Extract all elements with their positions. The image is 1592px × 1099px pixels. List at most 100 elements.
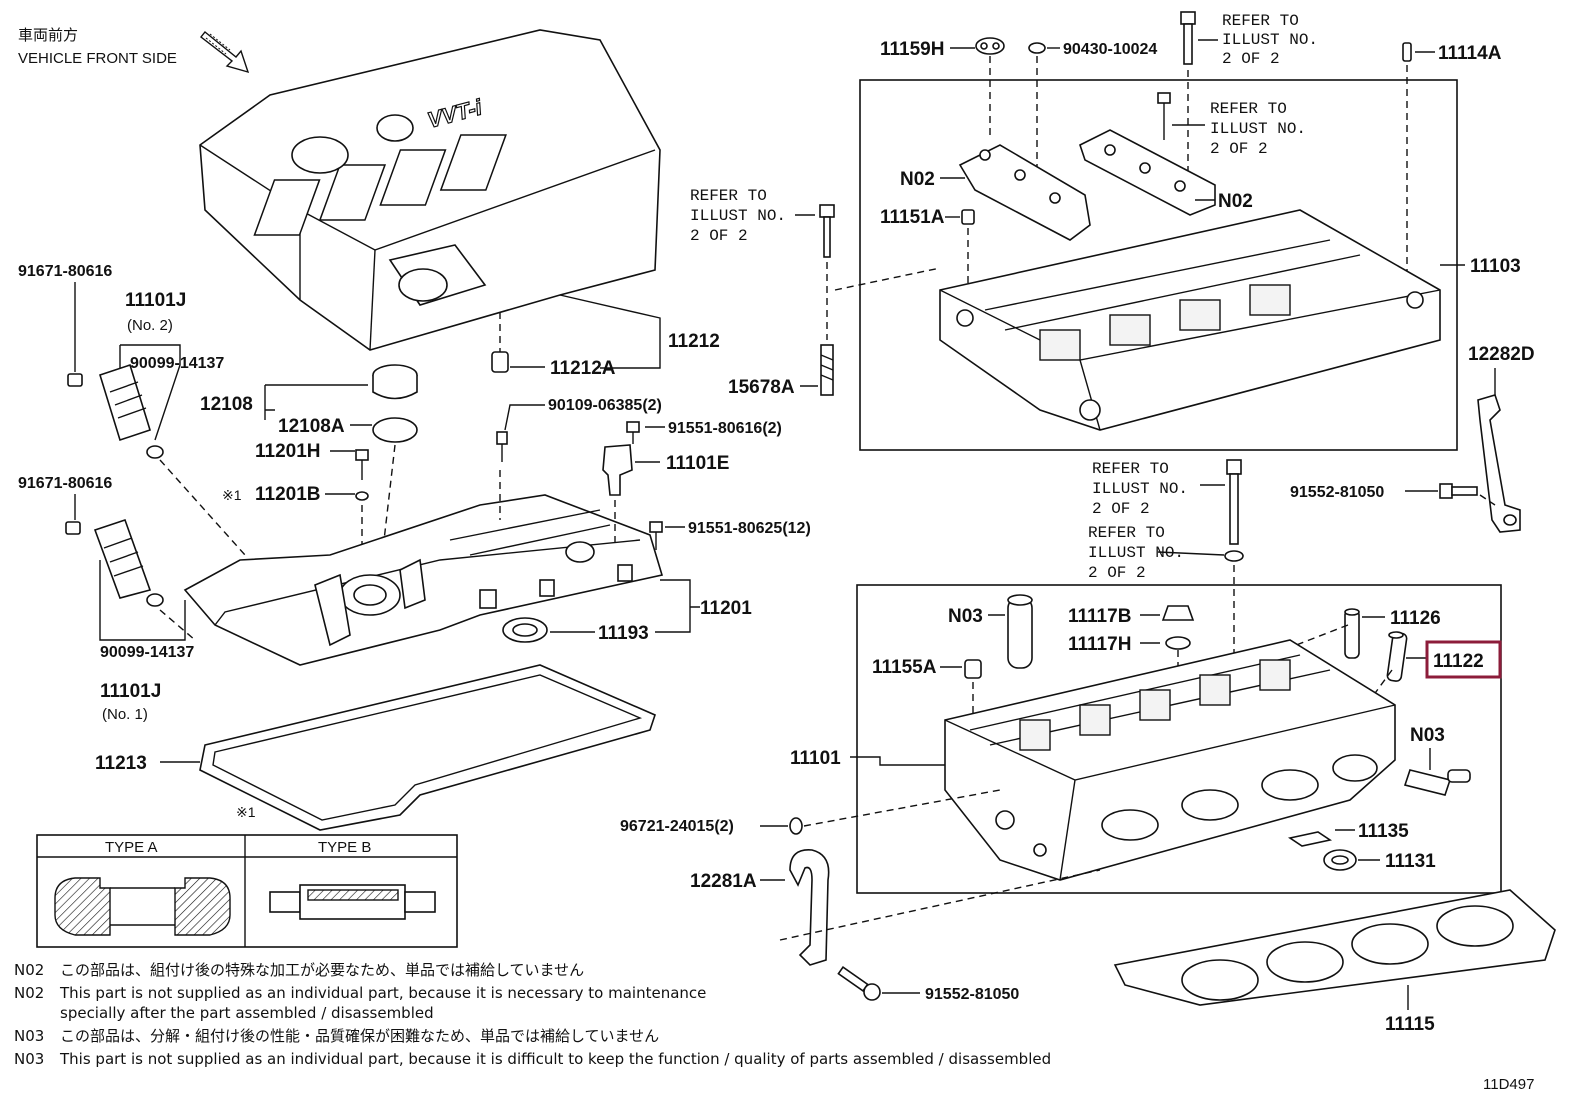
label-n03-b[interactable]: N03 (1410, 725, 1445, 746)
engine-hanger-12281a-part[interactable] (789, 849, 830, 966)
label-11101e[interactable]: 11101E (666, 453, 729, 474)
bearing-cap-n02-a-part[interactable] (958, 144, 1091, 241)
bolt-91552-a-part[interactable] (1439, 483, 1478, 499)
spark-plug-seal-11193-part[interactable] (502, 617, 548, 643)
label-11101j-no2[interactable]: 11101J (125, 290, 186, 311)
label-11201b[interactable]: 11201B (255, 484, 321, 505)
label-11126[interactable]: 11126 (1390, 608, 1441, 629)
stud-bolt-90109-part[interactable] (496, 431, 508, 462)
label-12108a[interactable]: 12108A (278, 416, 345, 437)
cylinder-head-cover-part[interactable] (183, 494, 664, 666)
stud-15678a-part[interactable] (820, 344, 834, 396)
label-96721[interactable]: 96721-24015(2) (620, 818, 734, 835)
oil-jet-11117b-part[interactable] (1161, 605, 1195, 621)
label-n02-b[interactable]: N02 (1218, 191, 1253, 212)
label-11201h[interactable]: 11201H (255, 441, 321, 462)
engine-cover-part[interactable]: VVT-i (199, 29, 661, 351)
pin-11114a-part[interactable] (1402, 42, 1412, 62)
cylinder-head-11101-part[interactable] (944, 639, 1396, 881)
pin-11155a-part[interactable] (964, 659, 982, 679)
label-11101j-no1[interactable]: 11101J (100, 681, 161, 702)
bolt-91671-a-part[interactable] (67, 373, 83, 387)
oil-filler-cap-part[interactable] (372, 364, 418, 443)
label-11213[interactable]: 11213 (95, 753, 147, 774)
label-90109[interactable]: 90109-06385(2) (548, 397, 662, 414)
label-11131[interactable]: 11131 (1385, 851, 1436, 872)
union-n03-b-part[interactable] (1403, 769, 1471, 796)
bolt-91551-80625-part[interactable] (649, 521, 663, 550)
label-90430[interactable]: 90430-10024 (1063, 41, 1157, 58)
bolt-91671-b-part[interactable] (65, 521, 81, 535)
bearing-cap-n02-b-part[interactable] (1079, 129, 1216, 216)
label-90099-a[interactable]: 90099-14137 (130, 355, 224, 372)
label-91552-b[interactable]: 91552-81050 (925, 986, 1019, 1003)
label-11159h[interactable]: 11159H (880, 39, 944, 60)
label-11114a[interactable]: 11114A (1438, 43, 1502, 64)
gasket-11135-part[interactable] (1287, 831, 1333, 847)
label-91552-a[interactable]: 91552-81050 (1290, 484, 1384, 501)
o-ring-96721-part[interactable] (789, 817, 803, 835)
label-11103[interactable]: 11103 (1470, 256, 1521, 277)
bolt-refer-left-part[interactable] (819, 204, 835, 258)
head-bolt-washer-part[interactable] (1224, 550, 1244, 562)
mark-1: ※1 (222, 487, 242, 503)
refer-center2-line3: 2 OF 2 (1088, 564, 1146, 582)
bolt-91551-80616-part[interactable] (626, 421, 640, 444)
guide-11122-part[interactable] (1386, 631, 1408, 682)
direction-label-jp: 車両前方 (18, 26, 78, 44)
gasket-11117h-part[interactable] (1165, 636, 1191, 650)
label-12281a[interactable]: 12281A (690, 871, 757, 892)
label-11151a[interactable]: 11151A (880, 207, 945, 228)
sleeve-n03-a-part[interactable] (1007, 594, 1033, 669)
label-91671-a[interactable]: 91671-80616 (18, 263, 112, 280)
washer-11201b-part[interactable] (355, 491, 369, 501)
label-91551-80625[interactable]: 91551-80625(12) (688, 520, 811, 537)
engine-hanger-12282d-part[interactable] (1477, 394, 1521, 533)
label-12282d[interactable]: 12282D (1468, 344, 1535, 365)
highlight-11122-box (1425, 640, 1502, 679)
label-91551-80616[interactable]: 91551-80616(2) (668, 420, 782, 437)
label-12108[interactable]: 12108 (200, 394, 253, 415)
grommet-11212a-part[interactable] (491, 351, 509, 373)
label-11135[interactable]: 11135 (1358, 821, 1409, 842)
refer-top-line1: REFER TO (1222, 12, 1299, 30)
type-a-section-drawing (54, 877, 231, 936)
label-90099-b[interactable]: 90099-14137 (100, 644, 194, 661)
label-11212[interactable]: 11212 (668, 331, 720, 352)
type-table: TYPE A TYPE B (36, 834, 458, 948)
head-gasket-11115-part[interactable] (1113, 889, 1556, 1006)
diagram-id: 11D497 (1483, 1076, 1534, 1093)
guide-11126-part[interactable] (1344, 608, 1360, 659)
head-bolt-part[interactable] (1226, 459, 1242, 545)
label-11117b[interactable]: 11117B (1068, 606, 1131, 627)
label-11201[interactable]: 11201 (700, 598, 752, 619)
plate-11159h-part[interactable] (975, 37, 1005, 55)
plug-90430-part[interactable] (1028, 42, 1046, 54)
label-11122[interactable]: 11122 (1433, 651, 1484, 672)
label-15678a[interactable]: 15678A (728, 377, 795, 398)
label-11212a[interactable]: 11212A (550, 358, 616, 379)
label-11155a[interactable]: 11155A (872, 657, 937, 678)
seal-11131-part[interactable] (1323, 849, 1357, 871)
cam-position-sensor-part[interactable] (602, 444, 633, 496)
head-cover-gasket-11213-part[interactable] (199, 664, 656, 831)
label-11117h[interactable]: 11117H (1068, 634, 1131, 655)
bolt-refer-top-part[interactable] (1180, 11, 1196, 65)
bolt-refer-mid-part[interactable] (1157, 92, 1171, 140)
label-11115[interactable]: 11115 (1385, 1014, 1435, 1035)
bolt-91552-b-part[interactable] (837, 966, 881, 1001)
brand-logo-icon (376, 114, 414, 142)
label-n02-a[interactable]: N02 (900, 169, 935, 190)
label-11101[interactable]: 11101 (790, 748, 841, 769)
type-b-section-drawing (269, 884, 436, 920)
ocv-solenoid-no2-part[interactable] (99, 363, 164, 459)
camshaft-housing-11103-part[interactable] (939, 209, 1441, 431)
label-11193[interactable]: 11193 (598, 623, 649, 644)
note-n02-text-jp: この部品は、組付け後の特殊な加工が必要なため、単品では補給していません (60, 961, 584, 979)
label-n03-a[interactable]: N03 (948, 606, 983, 627)
label-91671-b[interactable]: 91671-80616 (18, 475, 112, 492)
ocv-solenoid-no1-part[interactable] (93, 518, 164, 607)
bolt-11201h-part[interactable] (355, 449, 369, 480)
refer-left-line3: 2 OF 2 (690, 227, 748, 245)
pin-11151a-part[interactable] (961, 209, 975, 225)
